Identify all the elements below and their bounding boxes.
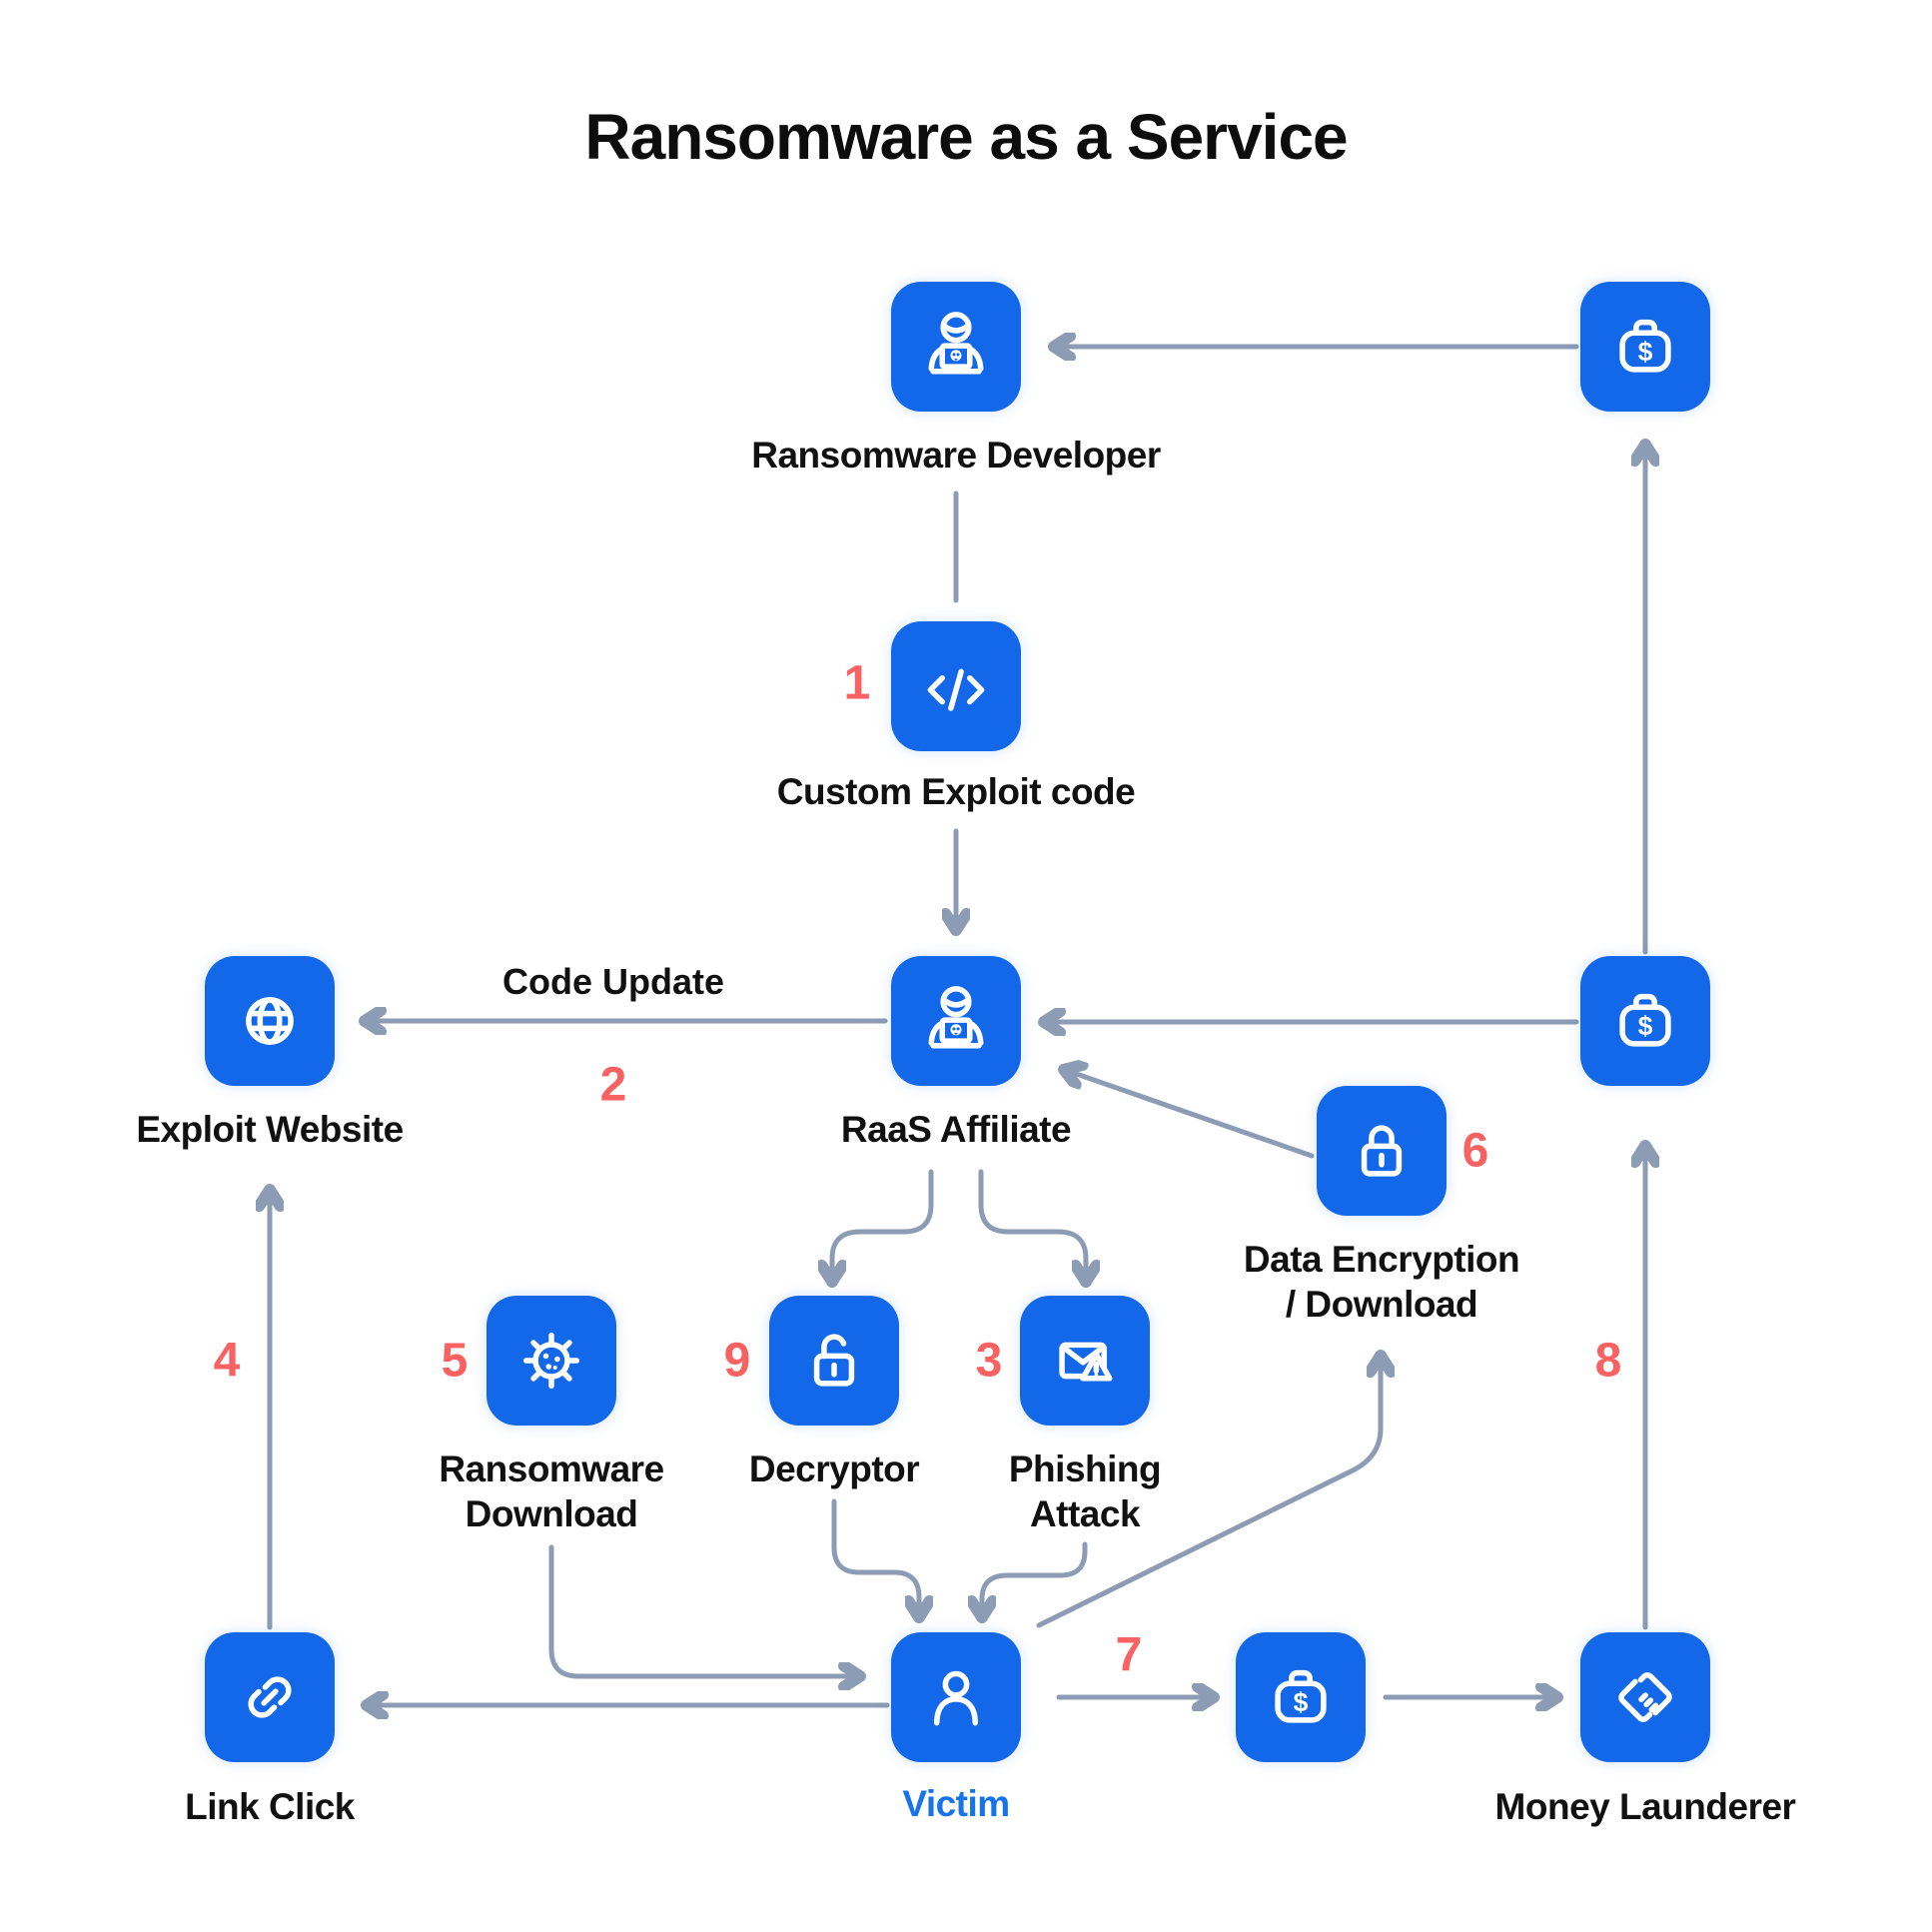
arrow-download-to-victim [548, 1544, 859, 1676]
node-ransomware-developer [891, 282, 1021, 412]
step-6: 6 [1461, 1124, 1489, 1178]
label-custom-exploit-code: Custom Exploit code [776, 771, 1136, 812]
step-8: 8 [1594, 1334, 1622, 1388]
virus-icon [522, 1332, 580, 1390]
money-briefcase-icon: $ [1619, 319, 1671, 373]
node-custom-exploit-code [891, 621, 1021, 751]
node-money-top: $ [1580, 282, 1710, 412]
label-phishing-line1: Phishing [1008, 1449, 1162, 1489]
lock-closed-icon [1361, 1125, 1403, 1177]
money-briefcase-icon: $ [1275, 1669, 1327, 1723]
label-ransomware-download-line1: Ransomware [439, 1449, 664, 1489]
arrow-decryptor-to-victim [831, 1498, 919, 1616]
lock-open-icon [813, 1334, 855, 1387]
globe-icon [246, 997, 294, 1045]
phishing-mail-icon [1059, 1342, 1113, 1382]
step-5: 5 [441, 1334, 469, 1388]
svg-text:$: $ [1638, 337, 1653, 367]
arrow-affiliate-to-decryptor [832, 1169, 934, 1281]
arrow-affiliate-to-phishing [978, 1169, 1086, 1281]
label-phishing-line2: Attack [1029, 1493, 1141, 1534]
label-code-update: Code Update [501, 961, 725, 1002]
node-exploit-website [205, 956, 335, 1086]
label-money-launderer: Money Launderer [1494, 1786, 1796, 1827]
step-4: 4 [213, 1334, 241, 1388]
step-9: 9 [723, 1334, 751, 1388]
hacker-icon [928, 986, 984, 1049]
label-ransomware-developer: Ransomware Developer [751, 435, 1161, 476]
label-victim: Victim [902, 1783, 1010, 1824]
label-decryptor: Decryptor [748, 1449, 920, 1489]
page-title: Ransomware as a Service [584, 101, 1348, 173]
step-3: 3 [975, 1334, 1003, 1388]
node-victim [891, 1632, 1021, 1762]
step-7: 7 [1115, 1628, 1143, 1682]
arrow-victim-to-encryption [1036, 1357, 1381, 1628]
step-2: 2 [599, 1058, 627, 1112]
node-money-middle: $ [1580, 956, 1710, 1086]
money-briefcase-icon: $ [1619, 993, 1671, 1047]
label-data-encryption-line2: / Download [1285, 1284, 1478, 1325]
hacker-icon [928, 312, 984, 375]
node-data-encryption [1317, 1086, 1447, 1216]
handshake-icon [1618, 1672, 1672, 1722]
node-money-launderer [1580, 1632, 1710, 1762]
label-ransomware-download-line2: Download [465, 1493, 638, 1534]
node-raas-affiliate [891, 956, 1021, 1086]
node-money-ransom: $ [1236, 1632, 1366, 1762]
svg-text:$: $ [1638, 1011, 1653, 1041]
step-1: 1 [843, 656, 871, 710]
node-ransomware-download [486, 1296, 616, 1426]
label-link-click: Link Click [185, 1786, 355, 1827]
link-icon [248, 1676, 292, 1718]
node-phishing-attack [1020, 1296, 1150, 1426]
label-exploit-website: Exploit Website [136, 1109, 404, 1150]
arrow-phishing-to-victim [982, 1541, 1088, 1616]
label-raas-affiliate: RaaS Affiliate [840, 1109, 1072, 1150]
code-icon [927, 668, 985, 711]
node-link-click [205, 1632, 335, 1762]
arrow-encryption-to-affiliate [1065, 1070, 1315, 1159]
svg-text:$: $ [1294, 1687, 1309, 1717]
label-data-encryption-line1: Data Encryption [1243, 1239, 1520, 1280]
person-icon [934, 1670, 978, 1726]
node-decryptor [769, 1296, 899, 1426]
